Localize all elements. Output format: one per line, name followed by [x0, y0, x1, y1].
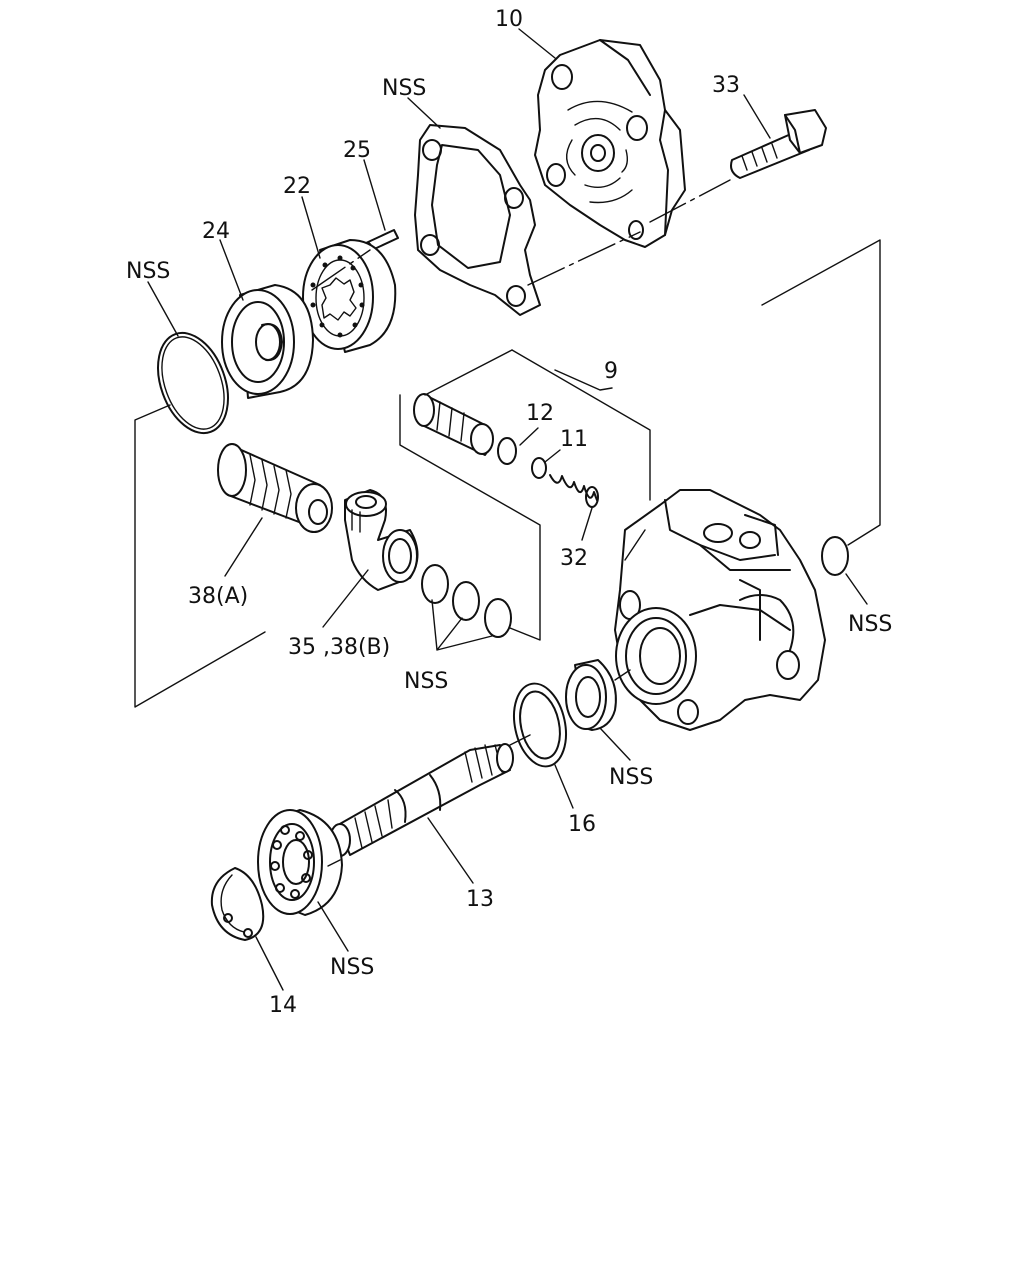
label-11: 11 — [560, 427, 588, 452]
label-33: 33 — [712, 73, 740, 98]
label-25: 25 — [343, 138, 371, 163]
rear-cover-part-10 — [534, 39, 686, 248]
spring-part-32 — [549, 474, 599, 508]
leader-lines — [134, 28, 881, 991]
label-10: 10 — [495, 7, 523, 32]
label-12: 12 — [526, 401, 554, 426]
label-14: 14 — [269, 993, 297, 1018]
washer-part-16 — [513, 682, 567, 768]
label-nss-orings-group: NSS — [404, 669, 448, 694]
label-38a: 38(A) — [188, 584, 248, 609]
label-nss-seal: NSS — [609, 765, 653, 790]
label-24: 24 — [202, 219, 230, 244]
label-9: 9 — [604, 359, 618, 384]
oring-part-11 — [531, 457, 547, 479]
bolt-part-33 — [730, 109, 827, 179]
oil-seal-nss — [565, 659, 617, 731]
part-labels: 10 33 NSS 25 22 24 NSS 9 12 11 32 38(A) … — [126, 7, 892, 1018]
orings-group-nss — [421, 564, 512, 638]
drive-shaft-part-13 — [329, 743, 514, 857]
oring-part-12 — [497, 437, 517, 465]
snap-ring-part-14 — [210, 867, 265, 941]
oring-large-nss — [157, 331, 229, 435]
connector-part-35-38b — [344, 489, 419, 591]
label-22: 22 — [283, 174, 311, 199]
oring-right-nss — [821, 536, 849, 576]
pressure-plate-part-24 — [221, 284, 314, 399]
flow-valve-part-38a — [217, 443, 333, 533]
cam-ring-part-22 — [302, 239, 397, 353]
label-nss-oring-top: NSS — [126, 259, 170, 284]
label-13: 13 — [466, 887, 494, 912]
bearing-nss — [257, 809, 343, 916]
gasket-nss — [414, 124, 541, 316]
label-nss-gasket: NSS — [382, 76, 426, 101]
label-16: 16 — [568, 812, 596, 837]
valve-spool-part-9 — [413, 393, 494, 456]
label-35-38b: 35 ,38(B) — [288, 635, 390, 660]
label-nss-bearing: NSS — [330, 955, 374, 980]
pump-body — [614, 489, 826, 731]
label-nss-right: NSS — [848, 612, 892, 637]
label-32: 32 — [560, 546, 588, 571]
